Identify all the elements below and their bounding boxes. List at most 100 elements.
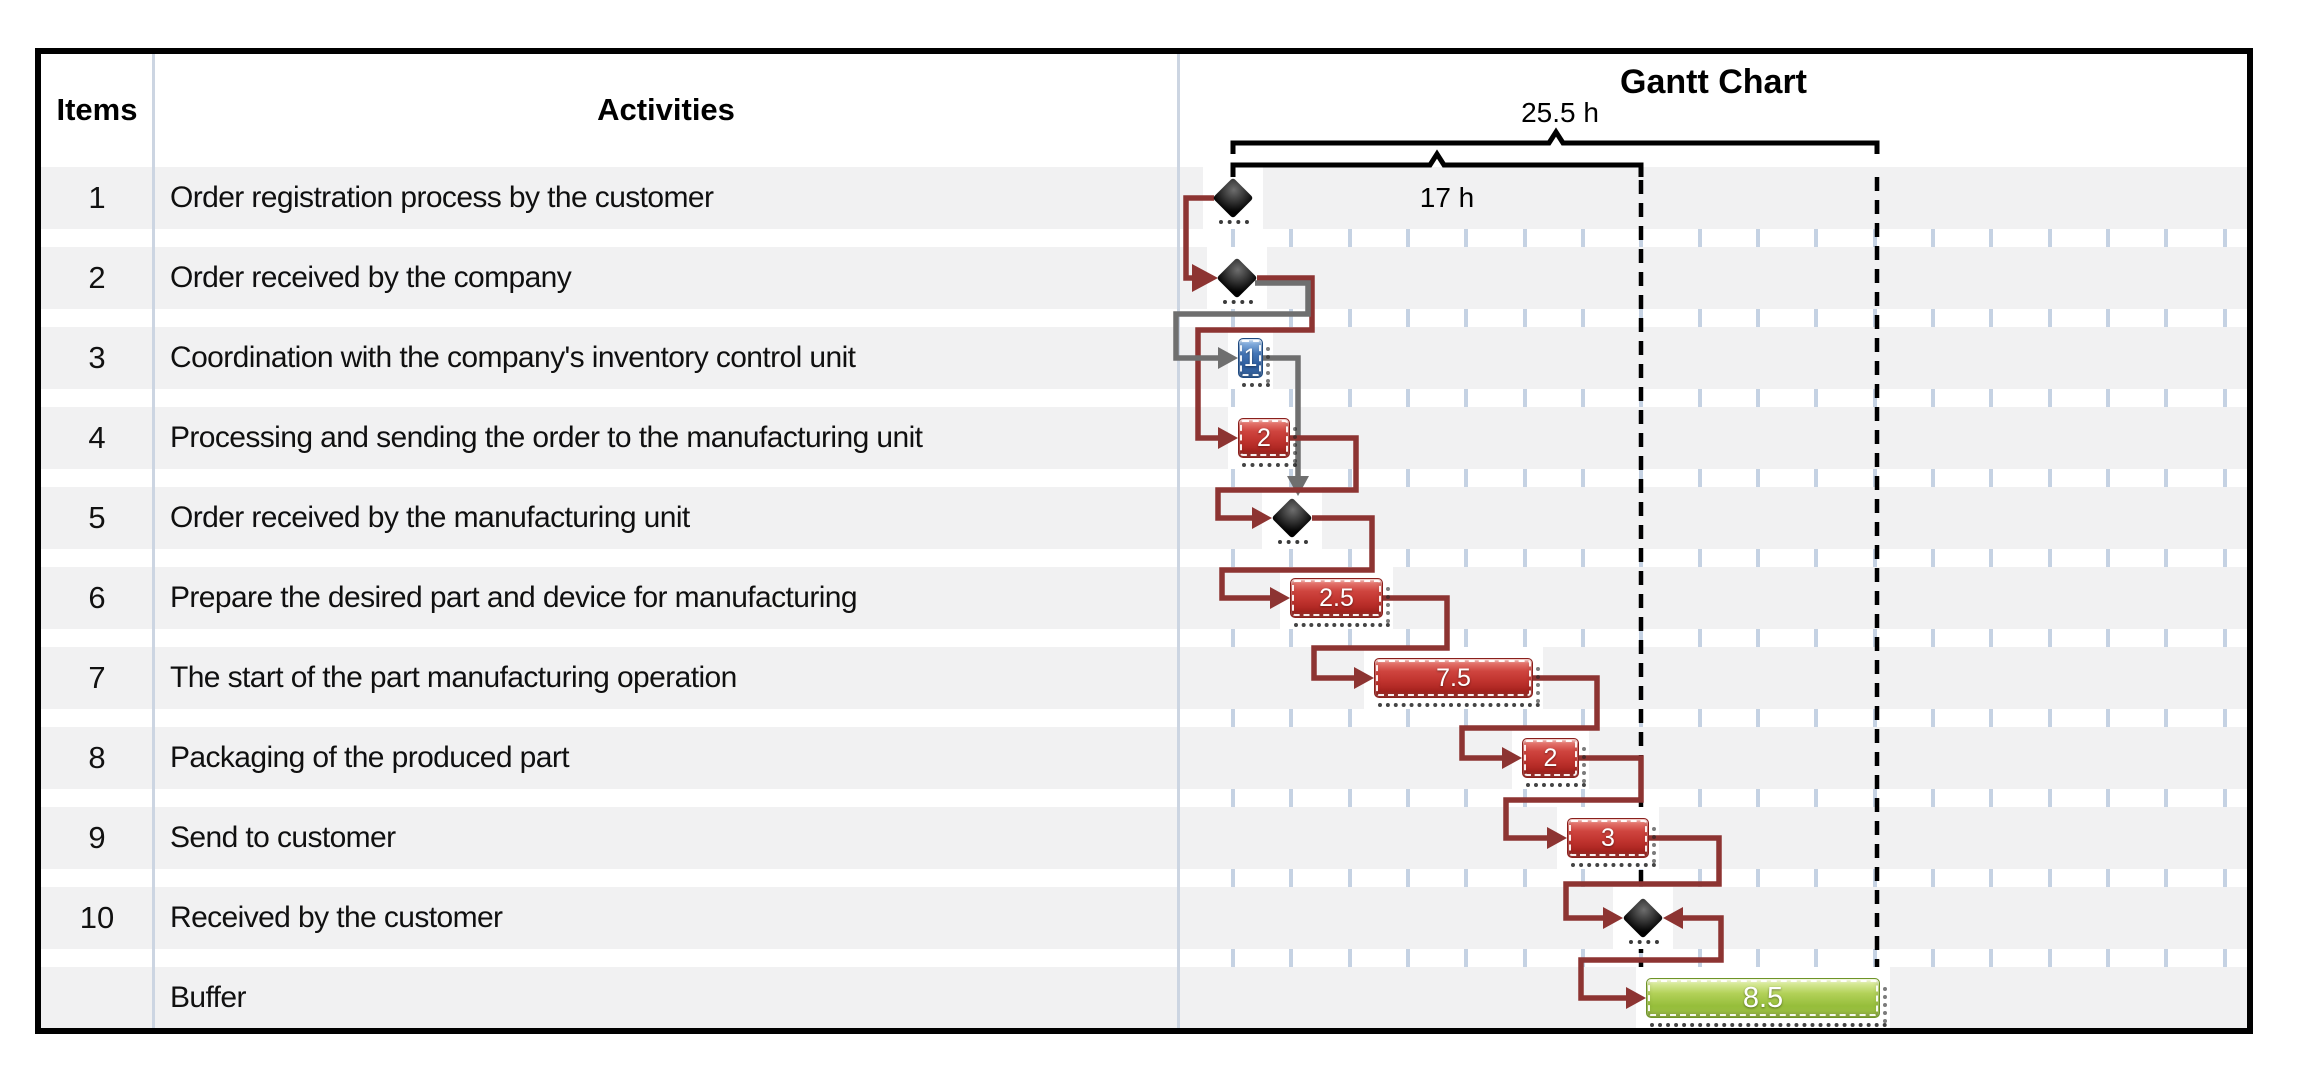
grid-tick	[1756, 389, 1760, 407]
bar-duration-label: 8.5	[1742, 981, 1784, 1014]
grid-tick	[1931, 709, 1935, 727]
milestone-shadow	[1278, 540, 1308, 544]
grid-tick	[1639, 469, 1643, 487]
grid-tick	[2164, 469, 2168, 487]
grid-tick	[1756, 949, 1760, 967]
grid-tick	[1464, 469, 1468, 487]
dependency-connector-link-9-10	[1563, 835, 1722, 921]
grid-tick	[2164, 309, 2168, 327]
grid-tick	[1464, 869, 1468, 887]
activity-label-cell: Processing and sending the order to the …	[170, 421, 923, 454]
item-number-cell: 6	[88, 580, 106, 615]
grid-tick	[1523, 389, 1527, 407]
grid-tick	[1231, 629, 1235, 647]
grid-tick	[2164, 949, 2168, 967]
table-row-band	[41, 327, 2247, 389]
activity-label-cell: Order received by the company	[170, 261, 572, 294]
grid-tick	[1698, 629, 1702, 647]
grid-tick	[1698, 869, 1702, 887]
grid-tick	[2164, 709, 2168, 727]
grid-tick	[1989, 789, 1993, 807]
bar-duration-label: 2	[1257, 423, 1271, 452]
bar-duration-label: 1	[1243, 343, 1258, 372]
grid-tick	[1406, 869, 1410, 887]
total-duration-label: 25.5 h	[1521, 97, 1599, 128]
activity-label-cell: The start of the part manufacturing oper…	[170, 661, 737, 694]
grid-tick	[1406, 549, 1410, 567]
grid-tick	[1698, 709, 1702, 727]
grid-tick	[1931, 789, 1935, 807]
column-separator-line	[1177, 54, 1180, 1028]
grid-tick	[1814, 469, 1818, 487]
arrowhead-link-6-7	[1354, 667, 1374, 689]
grid-tick	[2223, 709, 2227, 727]
grid-tick	[2164, 549, 2168, 567]
grid-tick	[1989, 949, 1993, 967]
grid-tick	[2164, 229, 2168, 247]
grid-tick	[1406, 309, 1410, 327]
grid-tick	[1289, 949, 1293, 967]
item-number-cell: 3	[88, 340, 106, 375]
grid-tick	[1406, 789, 1410, 807]
grid-tick	[1348, 229, 1352, 247]
grid-tick	[1523, 709, 1527, 727]
gantt-bar-item-7: 7.5	[1374, 658, 1540, 707]
grid-tick	[2223, 229, 2227, 247]
grid-tick	[1231, 469, 1235, 487]
grid-tick	[2106, 709, 2110, 727]
grid-tick	[1464, 389, 1468, 407]
grid-tick	[2164, 789, 2168, 807]
grid-tick	[1814, 229, 1818, 247]
grid-tick	[1814, 949, 1818, 967]
grid-tick	[1931, 869, 1935, 887]
activity-label-cell: Send to customer	[170, 821, 396, 854]
milestone-shadow	[1629, 940, 1659, 944]
dependency-connector-link-1-2	[1183, 195, 1214, 281]
grid-tick	[2223, 869, 2227, 887]
grid-tick	[1931, 629, 1935, 647]
grid-tick	[1231, 389, 1235, 407]
grid-tick	[2048, 469, 2052, 487]
grid-tick	[1231, 869, 1235, 887]
grid-tick	[1523, 869, 1527, 887]
grid-tick	[2106, 469, 2110, 487]
dependency-connector-link-5-6	[1219, 515, 1375, 601]
grid-tick	[2223, 789, 2227, 807]
gantt-bar-item-9: 3	[1567, 818, 1656, 867]
bar-duration-label: 3	[1601, 823, 1615, 852]
grid-tick	[1814, 709, 1818, 727]
table-row-band	[41, 887, 2247, 949]
grid-tick	[1348, 309, 1352, 327]
grid-tick	[1756, 789, 1760, 807]
grid-tick	[2106, 869, 2110, 887]
grid-tick	[1231, 309, 1235, 327]
grid-tick	[1989, 469, 1993, 487]
grid-tick	[1231, 789, 1235, 807]
grid-tick	[1289, 789, 1293, 807]
grid-tick	[1348, 869, 1352, 887]
grid-tick	[1581, 389, 1585, 407]
grid-tick	[2048, 309, 2052, 327]
grid-tick	[2048, 869, 2052, 887]
grid-tick	[1348, 469, 1352, 487]
grid-tick	[1931, 229, 1935, 247]
grid-tick	[2223, 389, 2227, 407]
grid-tick	[2048, 229, 2052, 247]
grid-tick	[2106, 229, 2110, 247]
grid-tick	[1989, 389, 1993, 407]
grid-tick	[1698, 229, 1702, 247]
grid-tick	[1289, 869, 1293, 887]
item-number-cell: 2	[88, 260, 106, 295]
table-row-band	[41, 407, 2247, 469]
grid-tick	[1523, 629, 1527, 647]
grid-tick	[1639, 629, 1643, 647]
grid-tick	[1464, 229, 1468, 247]
item-number-cell: 7	[88, 660, 106, 695]
grid-tick	[1581, 309, 1585, 327]
grid-tick	[2106, 549, 2110, 567]
activity-label-cell: Packaging of the produced part	[170, 741, 570, 774]
grid-tick	[2164, 869, 2168, 887]
item-number-cell: 9	[88, 820, 106, 855]
grid-tick	[1523, 309, 1527, 327]
